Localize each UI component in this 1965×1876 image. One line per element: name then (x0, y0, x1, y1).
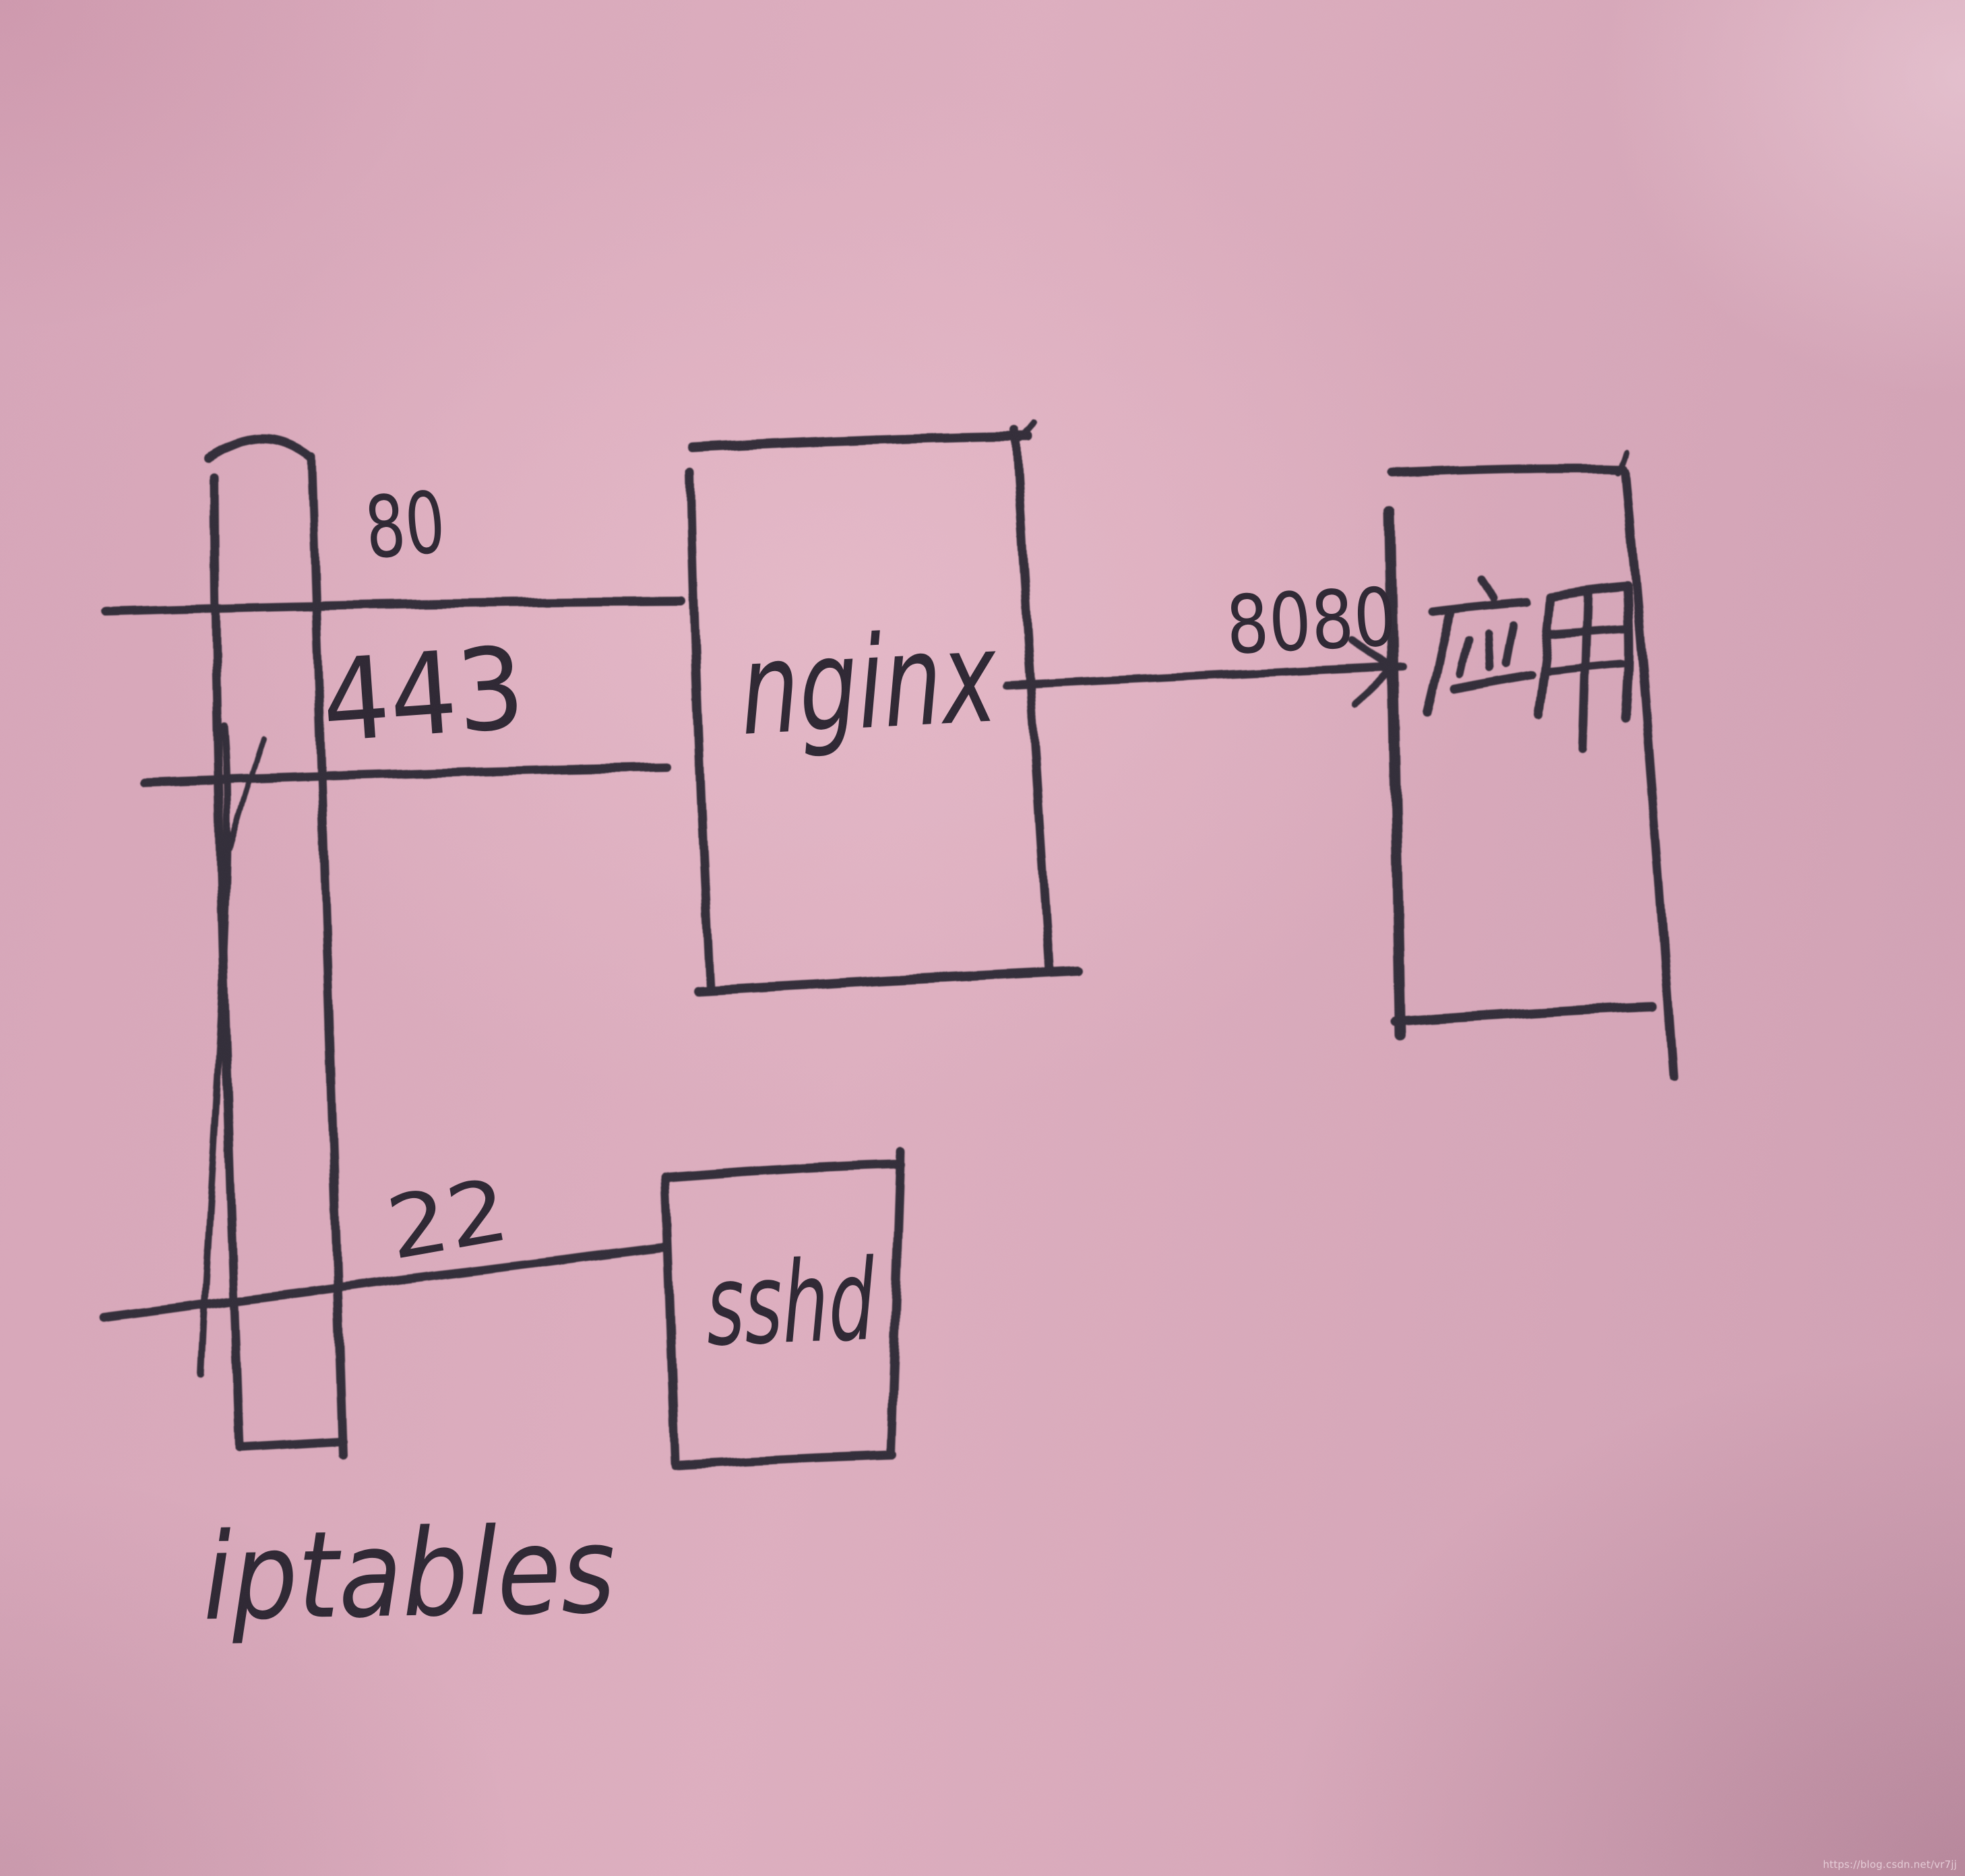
csdn-watermark: https://blog.csdn.net/vr7jj (1823, 1858, 1957, 1871)
